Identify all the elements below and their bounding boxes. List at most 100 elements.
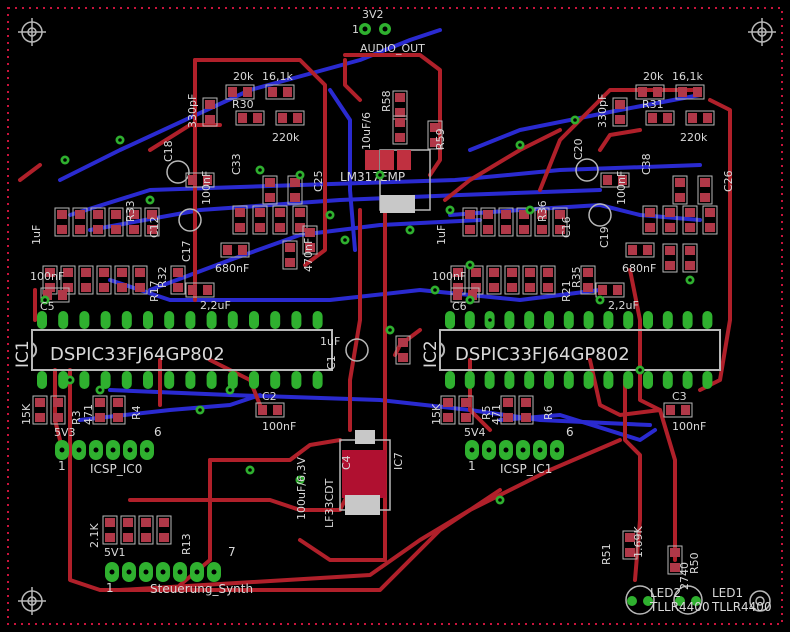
smd-pad — [93, 210, 103, 219]
smd-pad — [223, 245, 232, 255]
label-10uf: 10uF/6 — [360, 112, 373, 150]
smd-outline — [90, 207, 106, 237]
label-r13: R13 — [180, 533, 193, 555]
label-c5: C5 — [40, 300, 55, 313]
steuer-pin1: 1 — [106, 581, 114, 595]
smd-pad — [268, 87, 277, 97]
smd-pad — [675, 193, 685, 202]
dip-pin — [185, 311, 196, 329]
smd-outline — [202, 97, 218, 127]
smd-pad — [465, 210, 475, 219]
smd-pad — [665, 208, 675, 217]
label-330pf-left: 330pF — [186, 94, 199, 128]
smd-pad — [693, 87, 702, 97]
header-hole — [127, 447, 133, 453]
header-hole — [469, 447, 475, 453]
dip-pin — [583, 371, 594, 389]
smd-pad — [501, 210, 511, 219]
smd-pad — [615, 115, 625, 124]
smd-pad — [638, 87, 647, 97]
smd-pad — [305, 228, 315, 237]
via-hole — [248, 468, 252, 472]
led2-label: LED2 — [650, 586, 681, 600]
smd-pad — [273, 405, 282, 415]
smd-pad — [53, 398, 63, 407]
label-169k: 1.69K — [632, 526, 645, 558]
smd-pad — [117, 268, 127, 277]
smd-outline — [662, 205, 678, 235]
smd-outline — [287, 175, 303, 205]
ic1-pins-top — [37, 311, 323, 329]
smd-pad — [615, 100, 625, 109]
label-r51: R51 — [600, 543, 613, 565]
dip-pin — [603, 371, 614, 389]
dip-pin — [37, 371, 47, 389]
dip-pin — [227, 371, 238, 389]
label-r17: R17 — [148, 280, 161, 302]
header-hole — [160, 569, 166, 575]
header-hole — [59, 447, 65, 453]
ic1-chip: DSPIC33FJ64GP802 IC1 — [13, 311, 333, 389]
smd-pad — [443, 398, 453, 407]
icsp1-pin1: 1 — [468, 459, 476, 473]
dip-pin — [164, 311, 175, 329]
dip-pin — [603, 311, 614, 329]
smd-outline — [78, 265, 94, 295]
dip-pin — [164, 371, 175, 389]
smd-pad — [430, 123, 440, 132]
smd-pad — [243, 87, 252, 97]
label-680nf-left: 680nF — [215, 262, 249, 275]
smd-pad — [501, 225, 511, 234]
smd-pad — [453, 268, 463, 277]
smd-pad — [665, 246, 675, 255]
ic7-ref: IC7 — [392, 452, 405, 470]
led-value-2: TLLR4400 — [711, 600, 772, 614]
dip-pin — [504, 371, 515, 389]
smd-pad — [663, 113, 672, 123]
steuerung-label: Steuerung_Synth — [150, 582, 253, 596]
label-sv4: 5V4 — [464, 426, 486, 439]
smd-pad — [625, 548, 635, 557]
dip-pin — [291, 311, 302, 329]
dip-pin — [484, 371, 495, 389]
via-hole — [433, 288, 437, 292]
dip-pin — [524, 371, 535, 389]
via-hole — [468, 263, 472, 267]
dip-pin — [544, 371, 554, 389]
smd-pad — [465, 225, 475, 234]
via-hole — [408, 228, 412, 232]
smd-pad — [583, 268, 593, 277]
dip-pin — [623, 311, 634, 329]
smd-outline — [682, 243, 698, 273]
smd-outline — [185, 282, 215, 298]
steuer-pin7: 7 — [228, 545, 236, 559]
smd-pads — [32, 84, 718, 575]
label-1uf-right: 1uF — [435, 225, 448, 245]
smd-outline — [120, 515, 136, 545]
header-hole — [520, 447, 526, 453]
label-100nf-r2: 100nF — [615, 171, 628, 205]
smd-pad — [129, 210, 139, 219]
smd-pad — [398, 353, 408, 362]
smd-pad — [648, 113, 657, 123]
label-c6: C6 — [452, 300, 467, 313]
smd-pad — [188, 175, 197, 185]
smd-outline — [522, 265, 538, 295]
smd-pad — [555, 225, 565, 234]
smd-outline — [518, 395, 534, 425]
smd-pad — [453, 290, 462, 300]
ic1-ref: IC1 — [13, 340, 33, 368]
via-hole — [298, 173, 302, 177]
electrolytic-caps — [166, 158, 612, 362]
label-c16: C16 — [560, 216, 573, 238]
smd-outline — [255, 402, 285, 418]
smd-outline — [675, 84, 705, 100]
smd-pad — [35, 398, 45, 407]
smd-pad — [537, 225, 547, 234]
smd-outline — [480, 207, 496, 237]
smd-pad — [525, 268, 535, 277]
smd-pad — [503, 398, 513, 407]
via-hole — [498, 498, 502, 502]
smd-outline — [114, 265, 130, 295]
smd-pad — [105, 533, 115, 542]
